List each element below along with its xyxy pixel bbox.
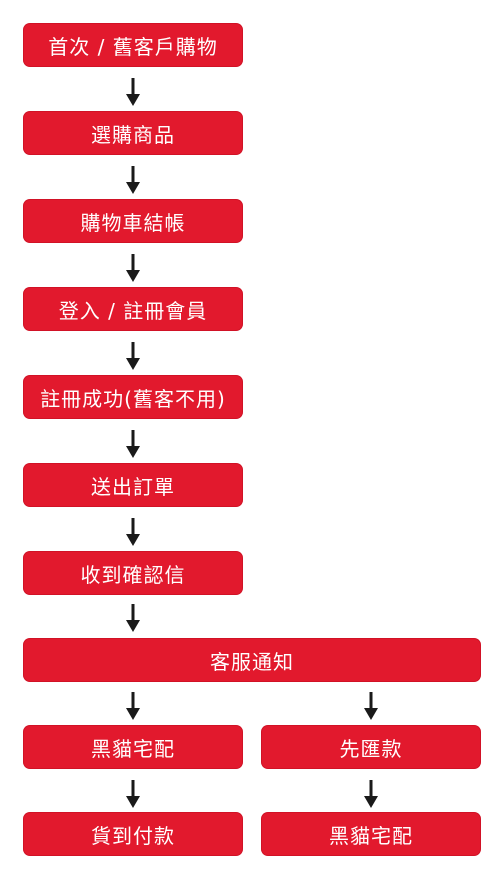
- step-label: 送出訂單: [91, 474, 175, 499]
- down-arrow-icon: [364, 692, 378, 720]
- step-receive-confirmation: 收到確認信: [23, 551, 243, 595]
- step-label: 首次 / 舊客戶購物: [48, 34, 218, 59]
- step-label: 黑貓宅配: [329, 823, 413, 848]
- down-arrow-icon: [126, 692, 140, 720]
- step-label: 選購商品: [91, 122, 175, 147]
- branch-left-black-cat-delivery: 黑貓宅配: [23, 725, 243, 769]
- down-arrow-icon: [126, 342, 140, 370]
- step-label: 貨到付款: [91, 823, 175, 848]
- down-arrow-icon: [126, 604, 140, 632]
- step-label: 登入 / 註冊會員: [58, 298, 208, 323]
- step-label: 先匯款: [339, 736, 403, 761]
- down-arrow-icon: [126, 518, 140, 546]
- step-label: 客服通知: [210, 649, 294, 674]
- branch-right-prepay-transfer: 先匯款: [261, 725, 481, 769]
- down-arrow-icon: [126, 254, 140, 282]
- step-select-products: 選購商品: [23, 111, 243, 155]
- step-registration-success: 註冊成功(舊客不用): [23, 375, 243, 419]
- step-login-register: 登入 / 註冊會員: [23, 287, 243, 331]
- branch-right-black-cat-delivery: 黑貓宅配: [261, 812, 481, 856]
- step-first-time-or-returning-customer: 首次 / 舊客戶購物: [23, 23, 243, 67]
- down-arrow-icon: [126, 780, 140, 808]
- step-submit-order: 送出訂單: [23, 463, 243, 507]
- step-cart-checkout: 購物車結帳: [23, 199, 243, 243]
- down-arrow-icon: [126, 78, 140, 106]
- step-label: 黑貓宅配: [91, 736, 175, 761]
- branch-left-cash-on-delivery: 貨到付款: [23, 812, 243, 856]
- down-arrow-icon: [126, 166, 140, 194]
- step-label: 收到確認信: [80, 562, 186, 587]
- down-arrow-icon: [364, 780, 378, 808]
- step-customer-service-notification: 客服通知: [23, 638, 481, 682]
- step-label: 註冊成功(舊客不用): [40, 386, 226, 411]
- step-label: 購物車結帳: [80, 210, 186, 235]
- down-arrow-icon: [126, 430, 140, 458]
